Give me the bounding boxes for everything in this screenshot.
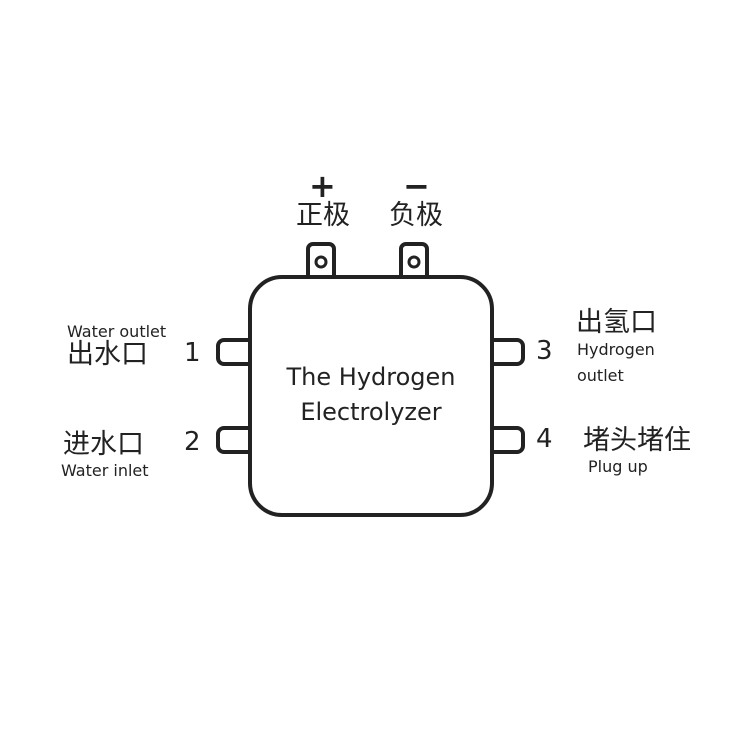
port-4-number: 4 bbox=[536, 424, 553, 454]
device-title-line1: The Hydrogen bbox=[286, 363, 456, 391]
port-3-label-en-line1: Hydrogen bbox=[577, 340, 655, 359]
positive-terminal-label: 正极 bbox=[296, 200, 350, 231]
device-title-line2: Electrolyzer bbox=[300, 397, 442, 426]
electrolyzer-body bbox=[248, 275, 494, 517]
port-2-label-en: Water inlet bbox=[61, 461, 149, 480]
port-2-label-cn: 进水口 bbox=[63, 429, 144, 460]
negative-terminal-hole bbox=[407, 255, 421, 269]
port-4-label-en: Plug up bbox=[588, 457, 648, 476]
port-3-label-en-line2: outlet bbox=[577, 366, 624, 385]
port-3-label-cn: 出氢口 bbox=[576, 307, 657, 338]
positive-sign: + bbox=[309, 167, 336, 205]
port-1-label-cn: 出水口 bbox=[67, 339, 148, 370]
negative-sign: − bbox=[403, 167, 430, 205]
port-3-number: 3 bbox=[536, 336, 553, 366]
port-1-number: 1 bbox=[184, 338, 201, 368]
device-title: The Hydrogen Electrolyzer bbox=[250, 360, 492, 430]
positive-terminal-hole bbox=[314, 255, 328, 269]
port-2-number: 2 bbox=[184, 427, 201, 457]
negative-terminal-label: 负极 bbox=[389, 200, 443, 231]
port-4-label-cn: 堵头堵住 bbox=[583, 425, 691, 456]
port-1-label-en: Water outlet bbox=[67, 322, 167, 341]
